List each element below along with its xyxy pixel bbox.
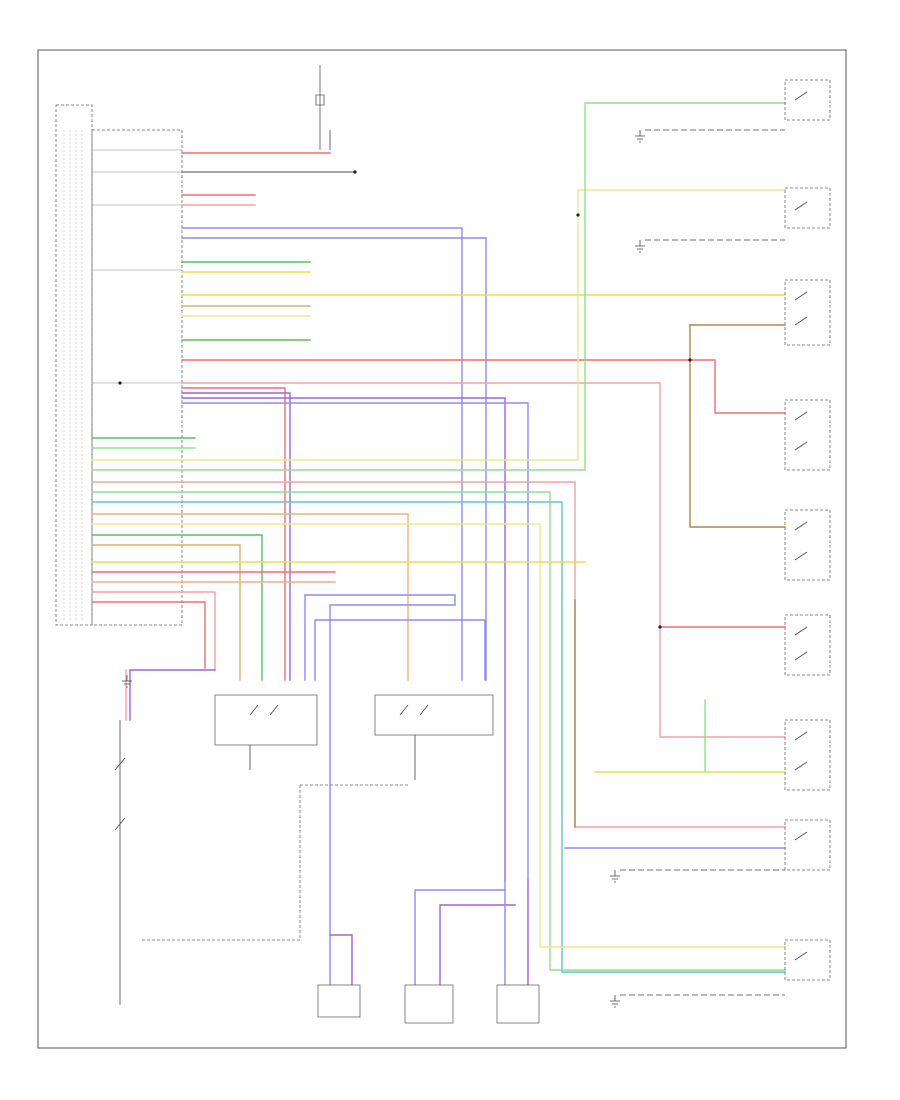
sw-rear-2 — [784, 187, 831, 229]
diagram-frame — [37, 49, 847, 1049]
wire-harness — [91, 102, 786, 1001]
wire-red-e — [91, 601, 206, 669]
fuse-top — [315, 65, 325, 150]
wire-blue-3 — [181, 402, 529, 881]
ecu-bus-lines — [63, 130, 83, 620]
left-front-motor — [214, 694, 318, 746]
wire-blue-rrm — [414, 889, 506, 986]
wire-green-c — [91, 491, 786, 971]
ground-wires-right — [620, 129, 785, 996]
wire-purple-lrm — [329, 934, 353, 986]
wire-pink-b — [91, 481, 786, 828]
wire-blue-loop — [304, 594, 456, 986]
right-front-motor — [374, 694, 494, 736]
wire-blue-2 — [181, 237, 487, 681]
wire-tan-d — [91, 544, 241, 681]
right-rear-motor-2 — [496, 984, 540, 1024]
right-side-switches — [784, 79, 831, 981]
wire-brown-trunk — [689, 324, 786, 528]
wire-pink-5 — [181, 382, 786, 738]
wire-orange-c — [91, 513, 409, 681]
ecu-pin-stubs — [92, 149, 182, 384]
wire-blue-loop2 — [314, 619, 486, 681]
ground-symbols — [122, 130, 645, 1008]
left-rear-motor — [317, 984, 361, 1018]
sw-key — [114, 720, 126, 1005]
wire-red-6 — [181, 387, 286, 681]
wire-lightyellow-c — [91, 523, 786, 948]
sw-rear-1 — [784, 79, 831, 121]
junction-dots — [118, 170, 692, 629]
wire-red-long — [181, 359, 786, 414]
wire-black-gnd — [140, 784, 410, 941]
motor-internals — [249, 704, 429, 780]
wire-green-b — [91, 102, 786, 471]
sw-left-front-door — [784, 279, 831, 346]
wire-blue-1 — [181, 227, 463, 681]
sw-left-rear-door — [784, 399, 831, 471]
right-rear-motor — [404, 984, 454, 1024]
switch-contacts — [794, 91, 808, 961]
main-ecu — [55, 104, 183, 626]
sw-box-lower-2 — [784, 939, 831, 981]
wire-lightyellow-a — [91, 189, 786, 461]
sw-box-lower-1 — [784, 819, 831, 871]
sw-right-rear-door — [784, 614, 831, 676]
wire-purple-rrm — [439, 904, 516, 986]
wire-pink-e — [91, 591, 216, 671]
wire-purple-key — [129, 669, 216, 721]
wire-teal-c — [91, 501, 786, 973]
wire-purple-2 — [181, 397, 506, 881]
wire-darkgreen-d — [91, 534, 263, 681]
sw-rear-door-lower — [784, 719, 831, 791]
sw-right-front-door — [784, 509, 831, 581]
wire-purple-1 — [181, 392, 291, 681]
